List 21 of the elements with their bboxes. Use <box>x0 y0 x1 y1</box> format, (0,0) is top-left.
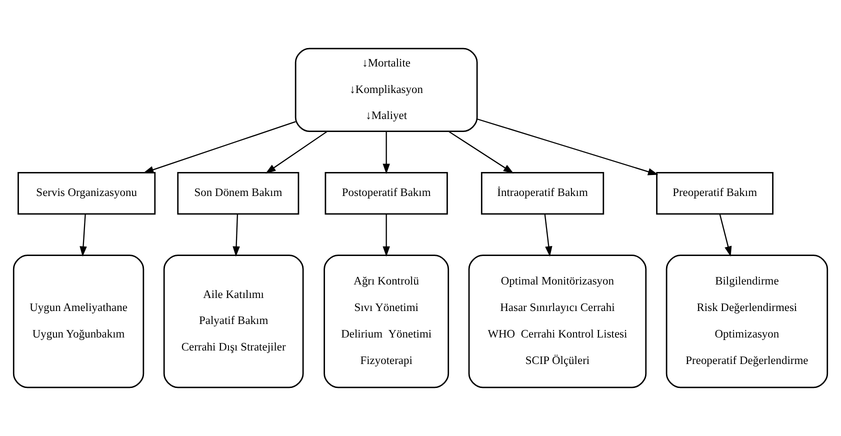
arrow <box>477 118 658 176</box>
node-box: İntraoperatif Bakım <box>480 172 604 215</box>
node-box: Ağrı Kontrolü Sıvı Yönetimi Delirium Yönetimi Fizyoterapi <box>324 254 450 388</box>
arrow <box>232 214 240 257</box>
arrow <box>80 214 87 257</box>
arrow <box>382 131 390 174</box>
node-box: Preoperatif Bakım <box>656 172 774 215</box>
arrow <box>265 130 328 174</box>
node-box: Uygun Ameliyathane Uygun Yoğunbakım <box>12 254 144 388</box>
node-box: Aile Katılımı Palyatif Bakım Cerrahi Dışı Stratejiler <box>163 254 304 388</box>
arrow <box>544 214 552 257</box>
arrow <box>719 214 732 257</box>
node-box: Son Dönem Bakım <box>177 172 300 215</box>
arrow <box>448 130 514 174</box>
node-box: Servis Organizasyonu <box>18 172 156 215</box>
node-box: ↓Mortalite ↓Komplikasyon ↓Maliyet <box>294 48 478 132</box>
node-box: Postoperatif Bakım <box>324 172 448 215</box>
node-box: Bilgilendirme Risk Değerlendirmesi Optimizasyon Preoperatif Değerlendirme <box>666 254 828 388</box>
arrow <box>143 121 296 174</box>
arrow <box>382 214 390 257</box>
node-box: Optimal Monitörizasyon Hasar Sınırlayıcı Cerrahi WHO Cerrahi Kontrol Listesi SCIP Ölçüleri <box>468 254 647 388</box>
